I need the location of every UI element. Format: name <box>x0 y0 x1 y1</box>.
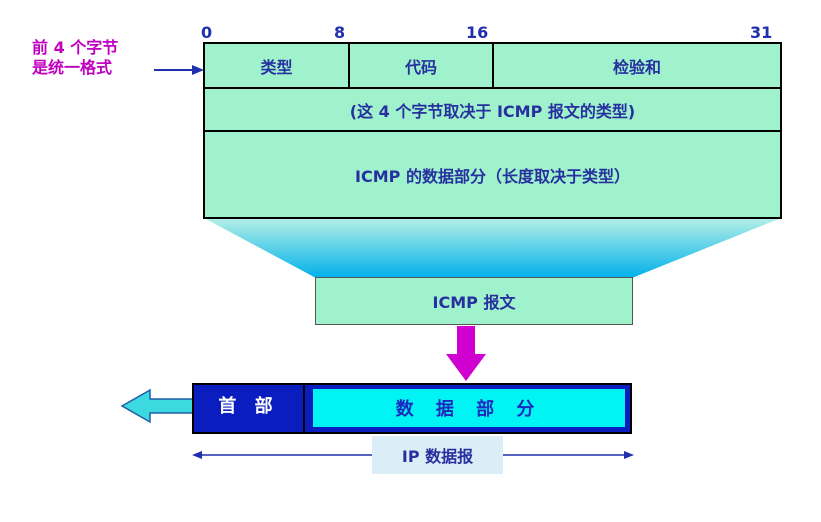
ip-header-box: 首 部 <box>192 383 305 434</box>
type-field: 类型 <box>203 42 350 89</box>
bit-label-0: 0 <box>201 23 213 42</box>
ip-data-label: 数 据 部 分 <box>395 399 543 420</box>
bit-label-8: 8 <box>334 23 346 42</box>
code-field-label: 代码 <box>404 57 437 77</box>
ip-header-label: 首 部 <box>218 396 279 417</box>
bit-label-31: 31 <box>750 23 773 42</box>
ip-datagram-label: IP 数据报 <box>372 436 503 474</box>
ip-data-box: 数 据 部 分 <box>310 386 628 430</box>
code-field: 代码 <box>348 42 494 89</box>
checksum-field-label: 检验和 <box>612 57 661 77</box>
type-field-label: 类型 <box>260 57 293 77</box>
arrow-left-icon <box>120 388 194 424</box>
side-note-line1: 前 4 个字节 <box>32 38 119 57</box>
icmp-data-label: ICMP 的数据部分（长度取决于类型） <box>355 166 630 186</box>
arrow-down-icon <box>446 326 486 381</box>
side-note-line2: 是统一格式 <box>32 58 113 77</box>
funnel-trapezoid <box>204 218 781 278</box>
icmp-message-box: ICMP 报文 <box>315 277 633 325</box>
icmp-message-label: ICMP 报文 <box>432 293 516 312</box>
type-dependent-label: (这 4 个字节取决于 ICMP 报文的类型) <box>349 101 636 121</box>
side-note: 前 4 个字节 是统一格式 <box>32 38 118 78</box>
type-dependent-field: (这 4 个字节取决于 ICMP 报文的类型) <box>203 87 782 132</box>
icmp-data-field: ICMP 的数据部分（长度取决于类型） <box>203 130 782 219</box>
checksum-field: 检验和 <box>492 42 782 89</box>
ip-datagram-label-text: IP 数据报 <box>401 447 474 466</box>
bit-label-16: 16 <box>466 23 489 42</box>
arrow-right-icon <box>154 65 204 75</box>
